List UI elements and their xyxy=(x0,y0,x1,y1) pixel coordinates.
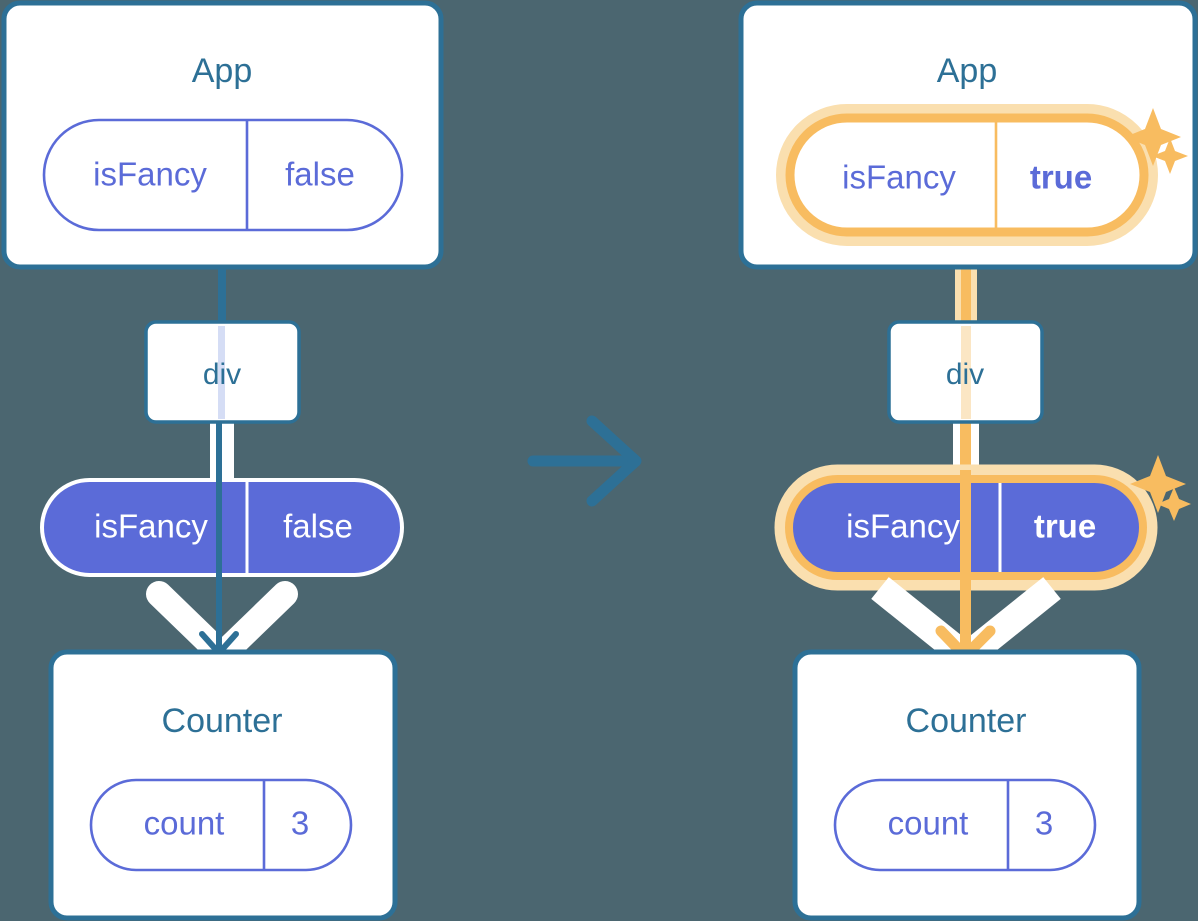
left-app-pill-key: isFancy xyxy=(93,156,207,193)
right-counter-pill-value: 3 xyxy=(1035,805,1053,842)
right-app-pill-glow xyxy=(776,104,1158,246)
right-app-state-pill: isFancy true xyxy=(776,104,1158,246)
right-app-sparkles-icon xyxy=(1125,108,1188,174)
left-app-pill-shape xyxy=(42,118,404,232)
right-div-card-inner-line xyxy=(961,326,971,419)
right-counter-title: Counter xyxy=(906,702,1027,740)
right-counter-pill-shape xyxy=(833,778,1097,872)
left-props-pill-value: false xyxy=(283,508,353,545)
right-app-pill-value: true xyxy=(1030,159,1092,196)
right-app-title: App xyxy=(937,52,998,90)
left-div-label: div xyxy=(203,358,241,391)
left-app-pill-value: false xyxy=(285,156,355,193)
right-connector-div-to-props-orange xyxy=(960,416,971,488)
right-counter-state-pill: count 3 xyxy=(833,778,1097,872)
left-connector-div-to-props-blue xyxy=(216,416,222,486)
left-counter-pill-shape xyxy=(89,778,353,872)
left-counter-pill-value: 3 xyxy=(291,805,309,842)
left-div-card-inner-line xyxy=(218,326,225,419)
left-app-title: App xyxy=(192,52,253,90)
left-counter-title: Counter xyxy=(162,702,283,740)
left-connector-app-to-div xyxy=(218,262,226,328)
right-div-label: div xyxy=(946,358,984,391)
right-props-pill-value: true xyxy=(1034,508,1096,545)
right-connector-app-to-div xyxy=(961,230,971,328)
left-app-state-pill: isFancy false xyxy=(42,118,404,232)
transition-arrow-right-icon xyxy=(527,415,642,507)
right-props-pill-key: isFancy xyxy=(846,508,960,545)
left-props-pill-key: isFancy xyxy=(94,508,208,545)
right-app-pill-key: isFancy xyxy=(842,159,956,196)
right-app-pill-shape xyxy=(785,113,1149,237)
left-counter-pill-key: count xyxy=(144,805,225,842)
left-counter-state-pill: count 3 xyxy=(89,778,353,872)
right-counter-pill-key: count xyxy=(888,805,969,842)
right-props-sparkles-icon xyxy=(1130,455,1191,521)
